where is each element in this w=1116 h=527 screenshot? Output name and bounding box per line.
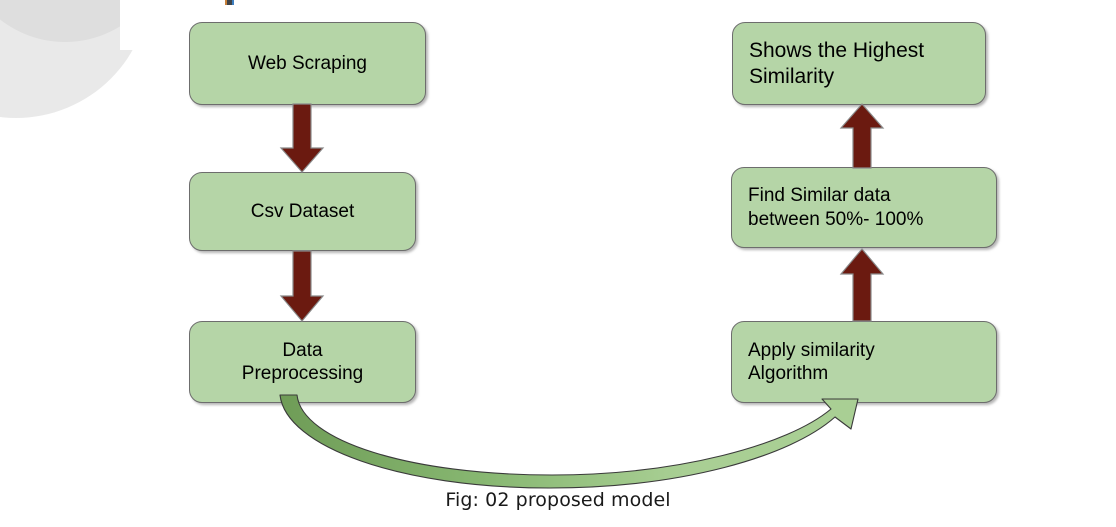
arrow-up-find-similar-to-shows-highest xyxy=(839,103,885,169)
node-data-preprocessing[interactable]: Data Preprocessing xyxy=(189,321,416,403)
node-apply-similarity-algorithm[interactable]: Apply similarity Algorithm xyxy=(731,321,997,403)
cropped-text-sliver xyxy=(225,0,234,5)
node-shows-the-highest-similarity-label: Shows the Highest Similarity xyxy=(749,38,925,88)
arrow-down-csv-dataset-to-data-preprocessing xyxy=(279,250,325,322)
node-apply-similarity-algorithm-label: Apply similarity Algorithm xyxy=(748,339,875,384)
arrow-up-apply-similarity-to-find-similar xyxy=(839,248,885,322)
node-data-preprocessing-label: Data Preprocessing xyxy=(241,339,364,384)
node-web-scraping-label: Web Scraping xyxy=(248,52,367,74)
node-find-similar-data[interactable]: Find Similar data between 50%- 100% xyxy=(731,167,997,248)
node-shows-the-highest-similarity[interactable]: Shows the Highest Similarity xyxy=(732,22,986,105)
arrow-down-web-scraping-to-csv-dataset xyxy=(279,103,325,173)
curved-arrow-data-preprocessing-to-apply-similarity xyxy=(279,394,859,489)
node-web-scraping[interactable]: Web Scraping xyxy=(189,22,426,105)
node-csv-dataset[interactable]: Csv Dataset xyxy=(189,172,416,251)
node-csv-dataset-label: Csv Dataset xyxy=(250,200,355,222)
figure-caption: Fig: 02 proposed model xyxy=(445,489,671,511)
node-find-similar-data-label: Find Similar data between 50%- 100% xyxy=(748,185,924,230)
corner-arc-mask xyxy=(120,0,180,50)
